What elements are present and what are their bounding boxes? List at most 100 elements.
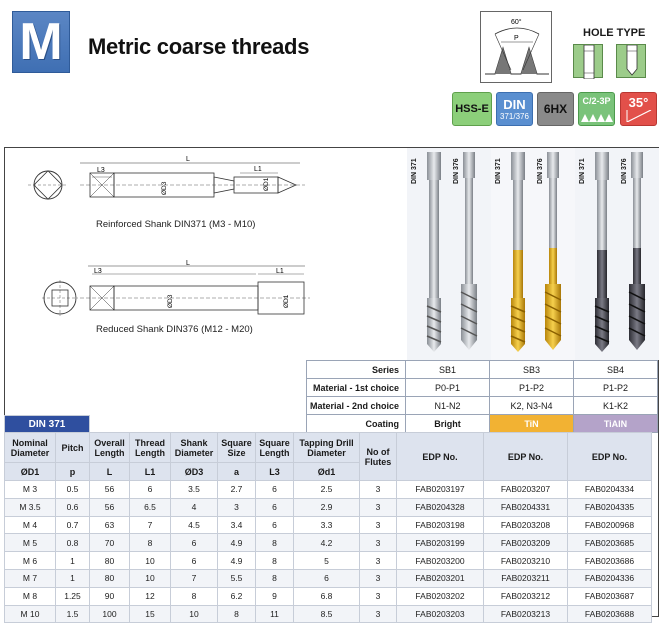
table-cell: 3 (359, 480, 397, 499)
table-cell: M 7 (4, 568, 56, 588)
table-cell: 3 (359, 515, 397, 535)
table-cell: 3 (359, 551, 397, 570)
edp-cell: FAB0203213 (483, 604, 568, 623)
header-overall-length: Overall Length (89, 432, 130, 463)
tool-image-bright: DIN 371 DIN 376 (407, 148, 491, 360)
series-cell: SB3 (489, 360, 574, 379)
edp-cell: FAB0203212 (483, 586, 568, 606)
header-thread-length: Thread Length (129, 432, 171, 463)
table-cell: M 10 (4, 604, 56, 623)
table-cell: 0.8 (55, 533, 90, 553)
table-cell: 8 (217, 604, 256, 623)
series-row: Series SB1 SB3 SB4 (306, 360, 658, 379)
table-cell: 6.2 (217, 586, 256, 606)
edp-cell: FAB0203208 (483, 515, 568, 535)
table-cell: 100 (89, 604, 130, 623)
header-pitch: Pitch (55, 432, 90, 463)
chamfer-badge-label: C/2-3P (582, 96, 611, 106)
edp-cell: FAB0203688 (567, 604, 652, 623)
table-cell: 8 (255, 568, 294, 588)
series-cell: P1-P2 (573, 378, 658, 397)
symbol-cell: L3 (255, 462, 294, 481)
table-cell: 56 (89, 497, 130, 517)
dim-l1-label: L1 (254, 166, 262, 173)
thread-profile-diagram: 60° P (480, 11, 552, 83)
table-cell: M 4 (4, 515, 56, 535)
table-cell: 63 (89, 515, 130, 535)
symbol-cell: ØD3 (170, 462, 218, 481)
edp-cell: FAB0204331 (483, 497, 568, 517)
table-cell: 1.5 (55, 604, 90, 623)
series-cell: P1-P2 (489, 378, 574, 397)
table-cell: 8.5 (293, 604, 360, 623)
edp-cell: FAB0203211 (483, 568, 568, 588)
table-cell: 1.25 (55, 586, 90, 606)
header-edp-1: EDP No. (396, 432, 484, 481)
table-cell: 6 (170, 551, 218, 570)
table-cell: 6 (255, 515, 294, 535)
page-title: Metric coarse threads (88, 34, 310, 59)
table-cell: 7 (129, 515, 171, 535)
table-cell: 8 (255, 533, 294, 553)
table-cell: 8 (170, 586, 218, 606)
reinforced-shank-drawing: L L3 L1 ØD3 ØD1 (28, 156, 305, 200)
table-cell: 9 (255, 586, 294, 606)
table-cell: 0.7 (55, 515, 90, 535)
helix-angle-badge: 35° (620, 92, 657, 126)
table-cell: 6 (293, 568, 360, 588)
table-cell: 10 (129, 551, 171, 570)
edp-cell: FAB0203198 (396, 515, 484, 535)
table-cell: 80 (89, 551, 130, 570)
table-cell: 15 (129, 604, 171, 623)
edp-cell: FAB0203687 (567, 586, 652, 606)
dimensions-table: DIN 371 Nominal Diameter Pitch Overall L… (4, 415, 652, 623)
table-cell: 4.5 (170, 515, 218, 535)
edp-cell: FAB0203201 (396, 568, 484, 588)
dim-d1-label: ØD1 (263, 177, 270, 191)
table-cell: 2.7 (217, 480, 256, 499)
edp-cell: FAB0203210 (483, 551, 568, 570)
table-cell: 0.5 (55, 480, 90, 499)
helix-angle-label: 35° (628, 95, 649, 110)
din-badge-top: DIN (503, 96, 526, 112)
series-row: Material - 2nd choice N1-N2 K2, N3-N4 K1… (306, 396, 658, 415)
table-cell: 4.9 (217, 533, 256, 553)
dim-l3-label: L3 (97, 167, 105, 174)
thread-angle-label: 60° (511, 18, 522, 26)
table-cell: 90 (89, 586, 130, 606)
table-cell: 3 (217, 497, 256, 517)
dim-d1-label-2: ØD1 (283, 294, 290, 308)
edp-cell: FAB0203199 (396, 533, 484, 553)
table-cell: 70 (89, 533, 130, 553)
edp-cell: FAB0204335 (567, 497, 652, 517)
table-cell: 6 (255, 480, 294, 499)
table-cell: M 8 (4, 586, 56, 606)
table-cell: 3.5 (170, 480, 218, 499)
shank2-caption: Reduced Shank DIN376 (M12 - M20) (96, 324, 253, 335)
series-row-label: Material - 2nd choice (306, 396, 406, 415)
dim-l-label-2: L (186, 260, 190, 267)
dim-l-label: L (186, 156, 190, 163)
edp-cell: FAB0200968 (567, 515, 652, 535)
table-cell: 6.5 (129, 497, 171, 517)
table-cell: 3.3 (293, 515, 360, 535)
table-cell: M 5 (4, 533, 56, 553)
table-cell: 6 (170, 533, 218, 553)
section-badge: M (12, 11, 70, 73)
table-cell: 1 (55, 551, 90, 570)
edp-cell: FAB0204328 (396, 497, 484, 517)
table-cell: 6 (129, 480, 171, 499)
table-cell: 3 (359, 568, 397, 588)
coating-tin: TiN (489, 414, 574, 433)
series-row-label: Material - 1st choice (306, 378, 406, 397)
edp-cell: FAB0203202 (396, 586, 484, 606)
series-table: Series SB1 SB3 SB4 Material - 1st choice… (306, 360, 658, 433)
shank1-caption: Reinforced Shank DIN371 (M3 - M10) (96, 219, 256, 230)
table-cell: M 3 (4, 480, 56, 499)
tolerance-6hx-badge: 6HX (537, 92, 574, 126)
